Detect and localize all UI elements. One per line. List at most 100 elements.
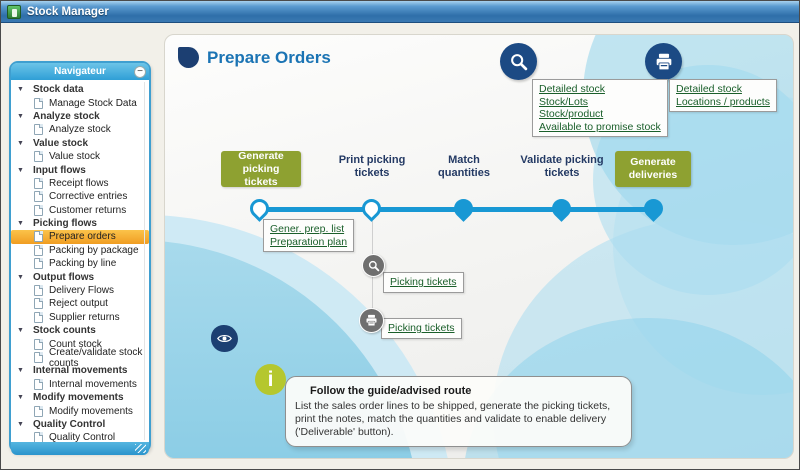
chevron-down-icon: ▼ [17, 139, 24, 147]
section-label: Quality Control [33, 418, 106, 430]
sidebar-item-delivery-flows[interactable]: Delivery Flows [11, 284, 149, 297]
sidebar-item-modify-movements[interactable]: Modify movements [11, 404, 149, 417]
sidebar-section-modify-movements[interactable]: ▼ Modify movements [11, 391, 149, 404]
link-picking-tickets-print[interactable]: Picking tickets [388, 322, 455, 334]
chevron-down-icon: ▼ [17, 112, 24, 120]
link-available-to-promise-stock[interactable]: Available to promise stock [539, 120, 661, 133]
document-icon [34, 231, 43, 243]
document-icon [34, 97, 43, 109]
link-preparation-plan[interactable]: Preparation plan [270, 235, 348, 248]
item-label: Create/validate stock counts [49, 346, 143, 369]
sidebar-item-packing-by-line[interactable]: Packing by line [11, 257, 149, 270]
sidebar-section-internal-movements[interactable]: ▼Internal movements [11, 364, 149, 377]
item-label: Manage Stock Data [49, 97, 137, 109]
step-button-generate-picking-tickets[interactable]: Generate picking tickets [221, 150, 301, 188]
document-icon [34, 177, 43, 189]
sidebar-item-corrective-entries[interactable]: Corrective entries [11, 190, 149, 203]
timeline-marker-2 [358, 195, 385, 222]
step-label-print-picking-tickets: Print picking tickets [338, 154, 406, 179]
info-title: Follow the guide/advised route [310, 385, 472, 397]
item-label: Count stock [49, 338, 102, 350]
item-label: Corrective entries [49, 191, 128, 203]
sidebar-item-receipt-flows[interactable]: Receipt flows [11, 177, 149, 190]
sidebar-item-supplier-returns[interactable]: Supplier returns [11, 311, 149, 324]
sidebar-item-quality-control[interactable]: Quality Control [11, 431, 149, 442]
item-label: Quality Control [49, 432, 116, 442]
eye-icon[interactable] [211, 325, 238, 352]
link-stock-product[interactable]: Stock/product [539, 108, 604, 120]
section-label: Output flows [33, 271, 95, 283]
document-icon [34, 432, 43, 442]
document-icon [34, 405, 43, 417]
navigator-panel: Navigateur − ▼Stock data Manage Stock Da… [9, 61, 151, 455]
sidebar-item-packing-by-package[interactable]: Packing by package [11, 244, 149, 257]
item-label: Packing by line [49, 258, 117, 270]
document-icon [34, 258, 43, 270]
sidebar-item-customer-returns[interactable]: Customer returns [11, 204, 149, 217]
item-label: Internal movements [49, 378, 137, 390]
document-icon [34, 151, 43, 163]
sidebar-section-stock-data[interactable]: ▼Stock data [11, 83, 149, 96]
section-label: Picking flows [33, 218, 97, 230]
printer-icon[interactable] [359, 308, 384, 333]
chevron-down-icon: ▼ [17, 220, 24, 228]
preparation-links: Gener. prep. list Preparation plan [263, 219, 355, 252]
section-label: Input flows [33, 164, 86, 176]
link-print-detailed-stock[interactable]: Detailed stock [676, 83, 742, 95]
sidebar-section-input-flows[interactable]: ▼Input flows [11, 163, 149, 176]
window-title: Stock Manager [27, 5, 109, 18]
sidebar-section-stock-counts[interactable]: ▼ Stock counts [11, 324, 149, 337]
sidebar-section-value-stock[interactable]: ▼Value stock [11, 137, 149, 150]
sidebar-item-value-stock[interactable]: Value stock [11, 150, 149, 163]
navigator-title: Navigateur [54, 66, 106, 77]
link-detailed-stock[interactable]: Detailed stock [539, 83, 605, 95]
section-label: Stock counts [33, 325, 96, 337]
sidebar-item-analyze-stock[interactable]: Analyze stock [11, 123, 149, 136]
magnifier-icon[interactable] [362, 254, 385, 277]
section-label: Analyze stock [33, 110, 100, 122]
document-icon [34, 191, 43, 203]
sidebar-section-analyze-stock[interactable]: ▼ Analyze stock [11, 110, 149, 123]
picking-tickets-print-box: Picking tickets [381, 318, 462, 339]
chevron-down-icon: ▼ [17, 394, 24, 402]
resize-grip[interactable] [135, 444, 146, 453]
chevron-down-icon: ▼ [17, 273, 24, 281]
sidebar-section-quality-control[interactable]: ▼Quality Control [11, 418, 149, 431]
link-locations-products[interactable]: Locations / products [676, 95, 770, 108]
document-icon [34, 378, 43, 390]
sidebar-section-picking-flows[interactable]: ▼ Picking flows [11, 217, 149, 230]
chevron-down-icon: ▼ [17, 327, 24, 335]
step-button-generate-deliveries[interactable]: Generate deliveries [615, 151, 691, 187]
link-gener-prep-list[interactable]: Gener. prep. list [270, 223, 345, 235]
stock-inquiry-links: Detailed stock Stock/Lots Stock/product … [532, 79, 668, 137]
sidebar-item-manage-stock-data[interactable]: Manage Stock Data [11, 96, 149, 109]
collapse-button[interactable]: − [134, 65, 146, 78]
document-icon [34, 352, 43, 363]
sidebar-item-prepare-orders[interactable]: Prepare orders [11, 230, 149, 244]
sidebar-item-internal-movements[interactable]: Internal movements [11, 378, 149, 391]
print-links: Detailed stock Locations / products [669, 79, 777, 112]
printer-icon[interactable] [645, 43, 682, 80]
section-label: Modify movements [33, 392, 124, 404]
sidebar-section-output-flows[interactable]: ▼ Output flows [11, 270, 149, 283]
sidebar-item-create-validate-stock-counts[interactable]: Create/validate stock counts [11, 347, 149, 369]
info-icon: i [255, 364, 286, 395]
item-label: Modify movements [49, 405, 133, 417]
item-label: Prepare orders [49, 231, 116, 243]
document-icon [34, 285, 43, 297]
navigator-header: Navigateur − [11, 63, 149, 80]
item-label: Customer returns [49, 204, 127, 216]
search-icon[interactable] [500, 43, 537, 80]
sidebar-item-count-stock[interactable]: Count stock [11, 337, 149, 350]
item-label: Receipt flows [49, 177, 109, 189]
link-picking-tickets-view[interactable]: Picking tickets [390, 276, 457, 288]
navigator-footer [11, 442, 149, 455]
document-icon [34, 244, 43, 256]
item-label: Reject output [49, 298, 108, 310]
link-stock-lots[interactable]: Stock/Lots [539, 95, 589, 108]
navigator-tree: ▼Stock data Manage Stock Data ▼ Analyze s… [11, 80, 149, 442]
item-label: Analyze stock [49, 124, 111, 136]
sidebar-item-reject-output[interactable]: Reject output [11, 297, 149, 310]
app-icon [7, 4, 21, 19]
